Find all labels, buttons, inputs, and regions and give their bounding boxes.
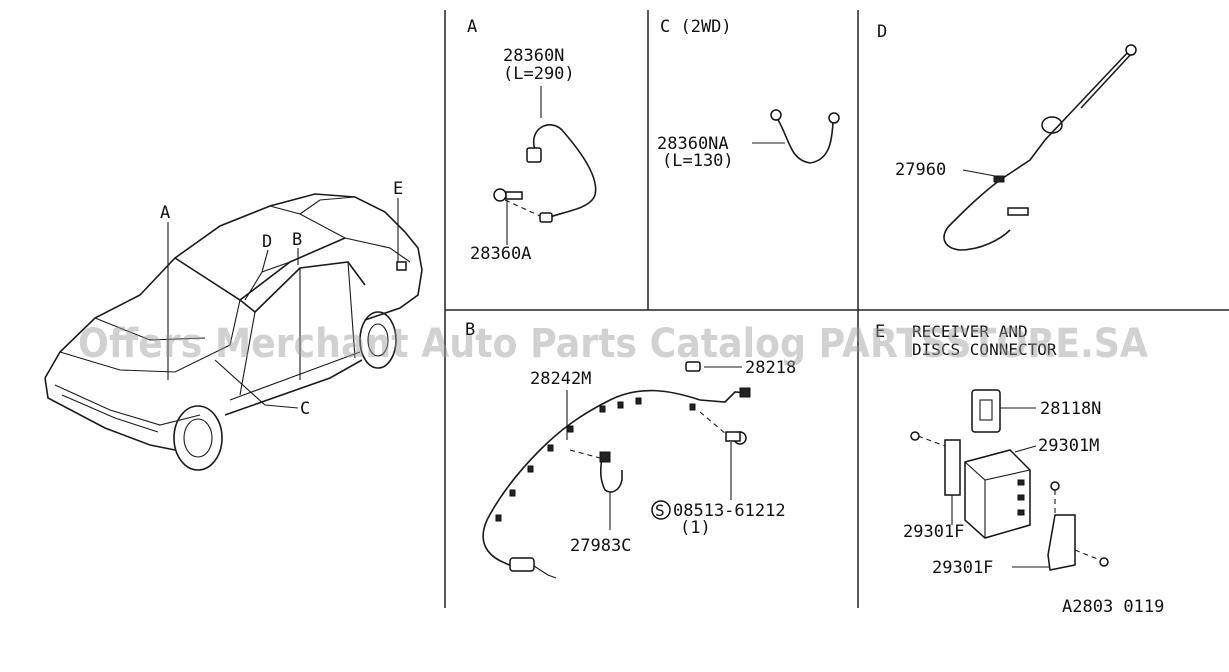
part-08513-qty: (1) [680,518,711,538]
panel-a-label: A [467,17,477,37]
part-27960: 27960 [895,160,946,180]
panel-c: C (2WD) 28360NA (L=130) [657,17,840,171]
panel-frames [444,10,1229,608]
part-28360na-length: (L=130) [662,151,734,171]
part-28118n: 28118N [1040,399,1101,419]
part-29301f-left: 29301F [903,522,964,542]
panel-c-label: C (2WD) [660,17,732,37]
car-callout-c: C [300,399,310,419]
part-28360n-length: (L=290) [503,64,575,84]
car-callout-b: B [292,230,302,250]
part-29301f-right: 29301F [932,558,993,578]
panel-d-label: D [877,22,887,42]
part-08513-61212: 08513-61212 [673,501,786,521]
panel-e-label: E [875,322,885,342]
panel-e-title-line-2: DISCS CONNECTOR [912,340,1057,359]
panel-d: D 27960 [877,22,1137,251]
diagram-code: A2803 0119 [1062,597,1164,617]
watermark-text: Offers Merchant Auto Parts Catalog PARTS… [78,321,1148,367]
panel-e: E RECEIVER AND DISCS CONNECTOR 28118N 29… [875,322,1109,578]
part-29301m: 29301M [1038,436,1099,456]
circled-s-symbol: S [655,501,665,520]
part-28218: 28218 [745,358,796,378]
part-28242m: 28242M [530,369,591,389]
panel-a: A 28360N (L=290) 28360A [467,17,597,264]
car-overview [44,193,423,471]
car-callout-d: D [262,232,272,252]
car-callout-a: A [160,203,170,223]
panel-e-title-line-1: RECEIVER AND [912,322,1028,341]
part-28360na: 28360NA [657,134,729,154]
part-27983c: 27983C [570,536,631,556]
panel-b: B 28242M 28218 27983C S [465,320,796,579]
car-callout-labels: A D B E C [160,179,403,419]
part-28360a: 28360A [470,244,531,264]
car-callout-e: E [393,179,403,199]
car-callout-lines [167,198,399,409]
panel-b-label: B [465,320,475,340]
part-28360n: 28360N [503,46,564,66]
